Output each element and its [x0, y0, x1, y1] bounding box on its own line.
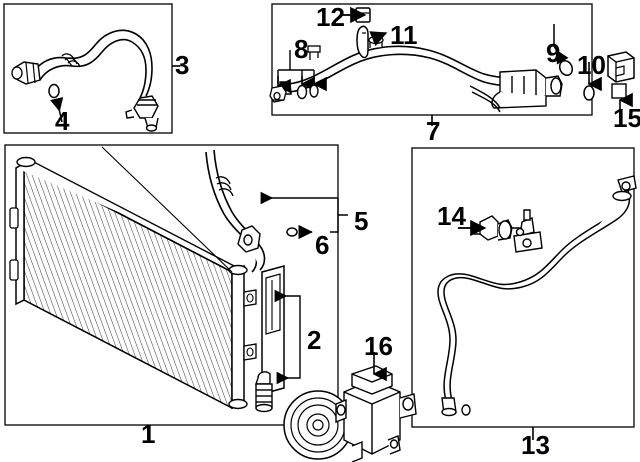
callout-3: 3	[175, 50, 190, 80]
part-discharge-hose	[11, 29, 159, 132]
callout-11: 11	[390, 20, 418, 50]
callout-5: 5	[354, 206, 369, 236]
callout-4: 4	[55, 106, 70, 136]
callout-7: 7	[426, 116, 441, 146]
callout-13: 13	[521, 430, 550, 460]
callout-9: 9	[546, 38, 561, 68]
part-15-relay	[607, 51, 635, 118]
callout-14: 14	[437, 201, 466, 231]
part-5-liquid-line	[205, 149, 348, 273]
callout-16: 16	[364, 331, 393, 361]
callout-10: 10	[577, 50, 606, 80]
part-14-pressure-switch	[458, 215, 525, 241]
part-4-o-ring	[48, 83, 64, 123]
part-16-compressor	[283, 352, 417, 462]
part-12-port-cap	[340, 6, 371, 24]
callout-2: 2	[307, 325, 322, 355]
part-1-condenser	[9, 146, 257, 410]
part-8-clip-set	[269, 50, 327, 103]
part-11-valve-core	[356, 25, 388, 59]
part-9-o-ring	[553, 24, 574, 77]
callout-8: 8	[294, 34, 309, 64]
callout-1: 1	[141, 419, 156, 449]
callout-12: 12	[316, 2, 345, 32]
callout-15: 15	[613, 103, 640, 133]
part-10-o-ring	[583, 62, 602, 101]
callout-6: 6	[315, 230, 330, 260]
part-2-receiver-drier	[255, 265, 301, 413]
part-6-o-ring	[286, 224, 313, 240]
part-13-evaporator-line	[437, 175, 637, 417]
